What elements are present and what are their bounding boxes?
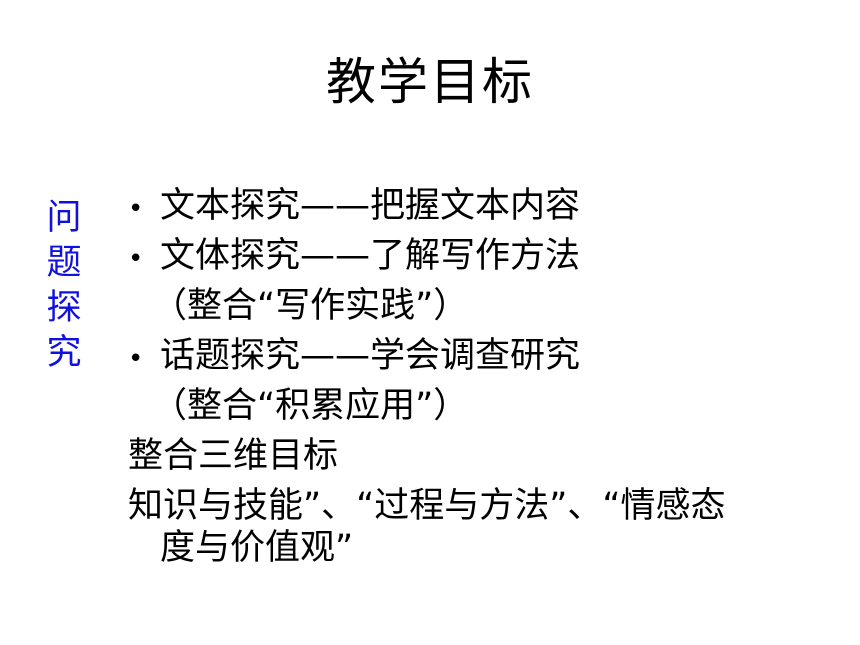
slide-content: • 文本探究——把握文本内容 • 文体探究——了解写作方法 （整合“写作实践”） •… — [128, 181, 858, 570]
note-text: （整合“积累应用”） — [152, 386, 469, 426]
bullet-text: 文本探究——把握文本内容 — [160, 186, 581, 226]
side-label-char: 问 — [46, 198, 82, 238]
bullet-item: • 文本探究——把握文本内容 — [128, 181, 858, 231]
bullet-text: 话题探究——学会调查研究 — [160, 336, 581, 376]
plain-text: 度与价值观” — [160, 528, 354, 568]
bullet-item: • 文体探究——了解写作方法 — [128, 231, 858, 281]
bullet-marker: • — [128, 244, 144, 274]
wrapped-continuation: 度与价值观” — [128, 526, 858, 570]
bullet-marker: • — [128, 194, 144, 224]
bullet-marker: • — [128, 344, 144, 374]
note-text: （整合“写作实践”） — [152, 286, 469, 326]
bullet-text: 文体探究——了解写作方法 — [160, 236, 581, 276]
plain-line: 知识与技能”、“过程与方法”、“情感态 — [128, 481, 858, 531]
side-label-vertical: 问 题 探 究 — [44, 196, 84, 376]
plain-line: 整合三维目标 — [128, 431, 858, 481]
plain-text: 整合三维目标 — [128, 436, 339, 476]
side-label-char: 究 — [46, 333, 82, 373]
bullet-item: • 话题探究——学会调查研究 — [128, 331, 858, 381]
side-label-char: 探 — [46, 288, 82, 328]
side-label-char: 题 — [46, 243, 82, 283]
plain-text: 知识与技能”、“过程与方法”、“情感态 — [128, 486, 726, 526]
indented-note: （整合“写作实践”） — [128, 281, 858, 331]
indented-note: （整合“积累应用”） — [128, 381, 858, 431]
slide-title: 教学目标 — [326, 53, 534, 111]
